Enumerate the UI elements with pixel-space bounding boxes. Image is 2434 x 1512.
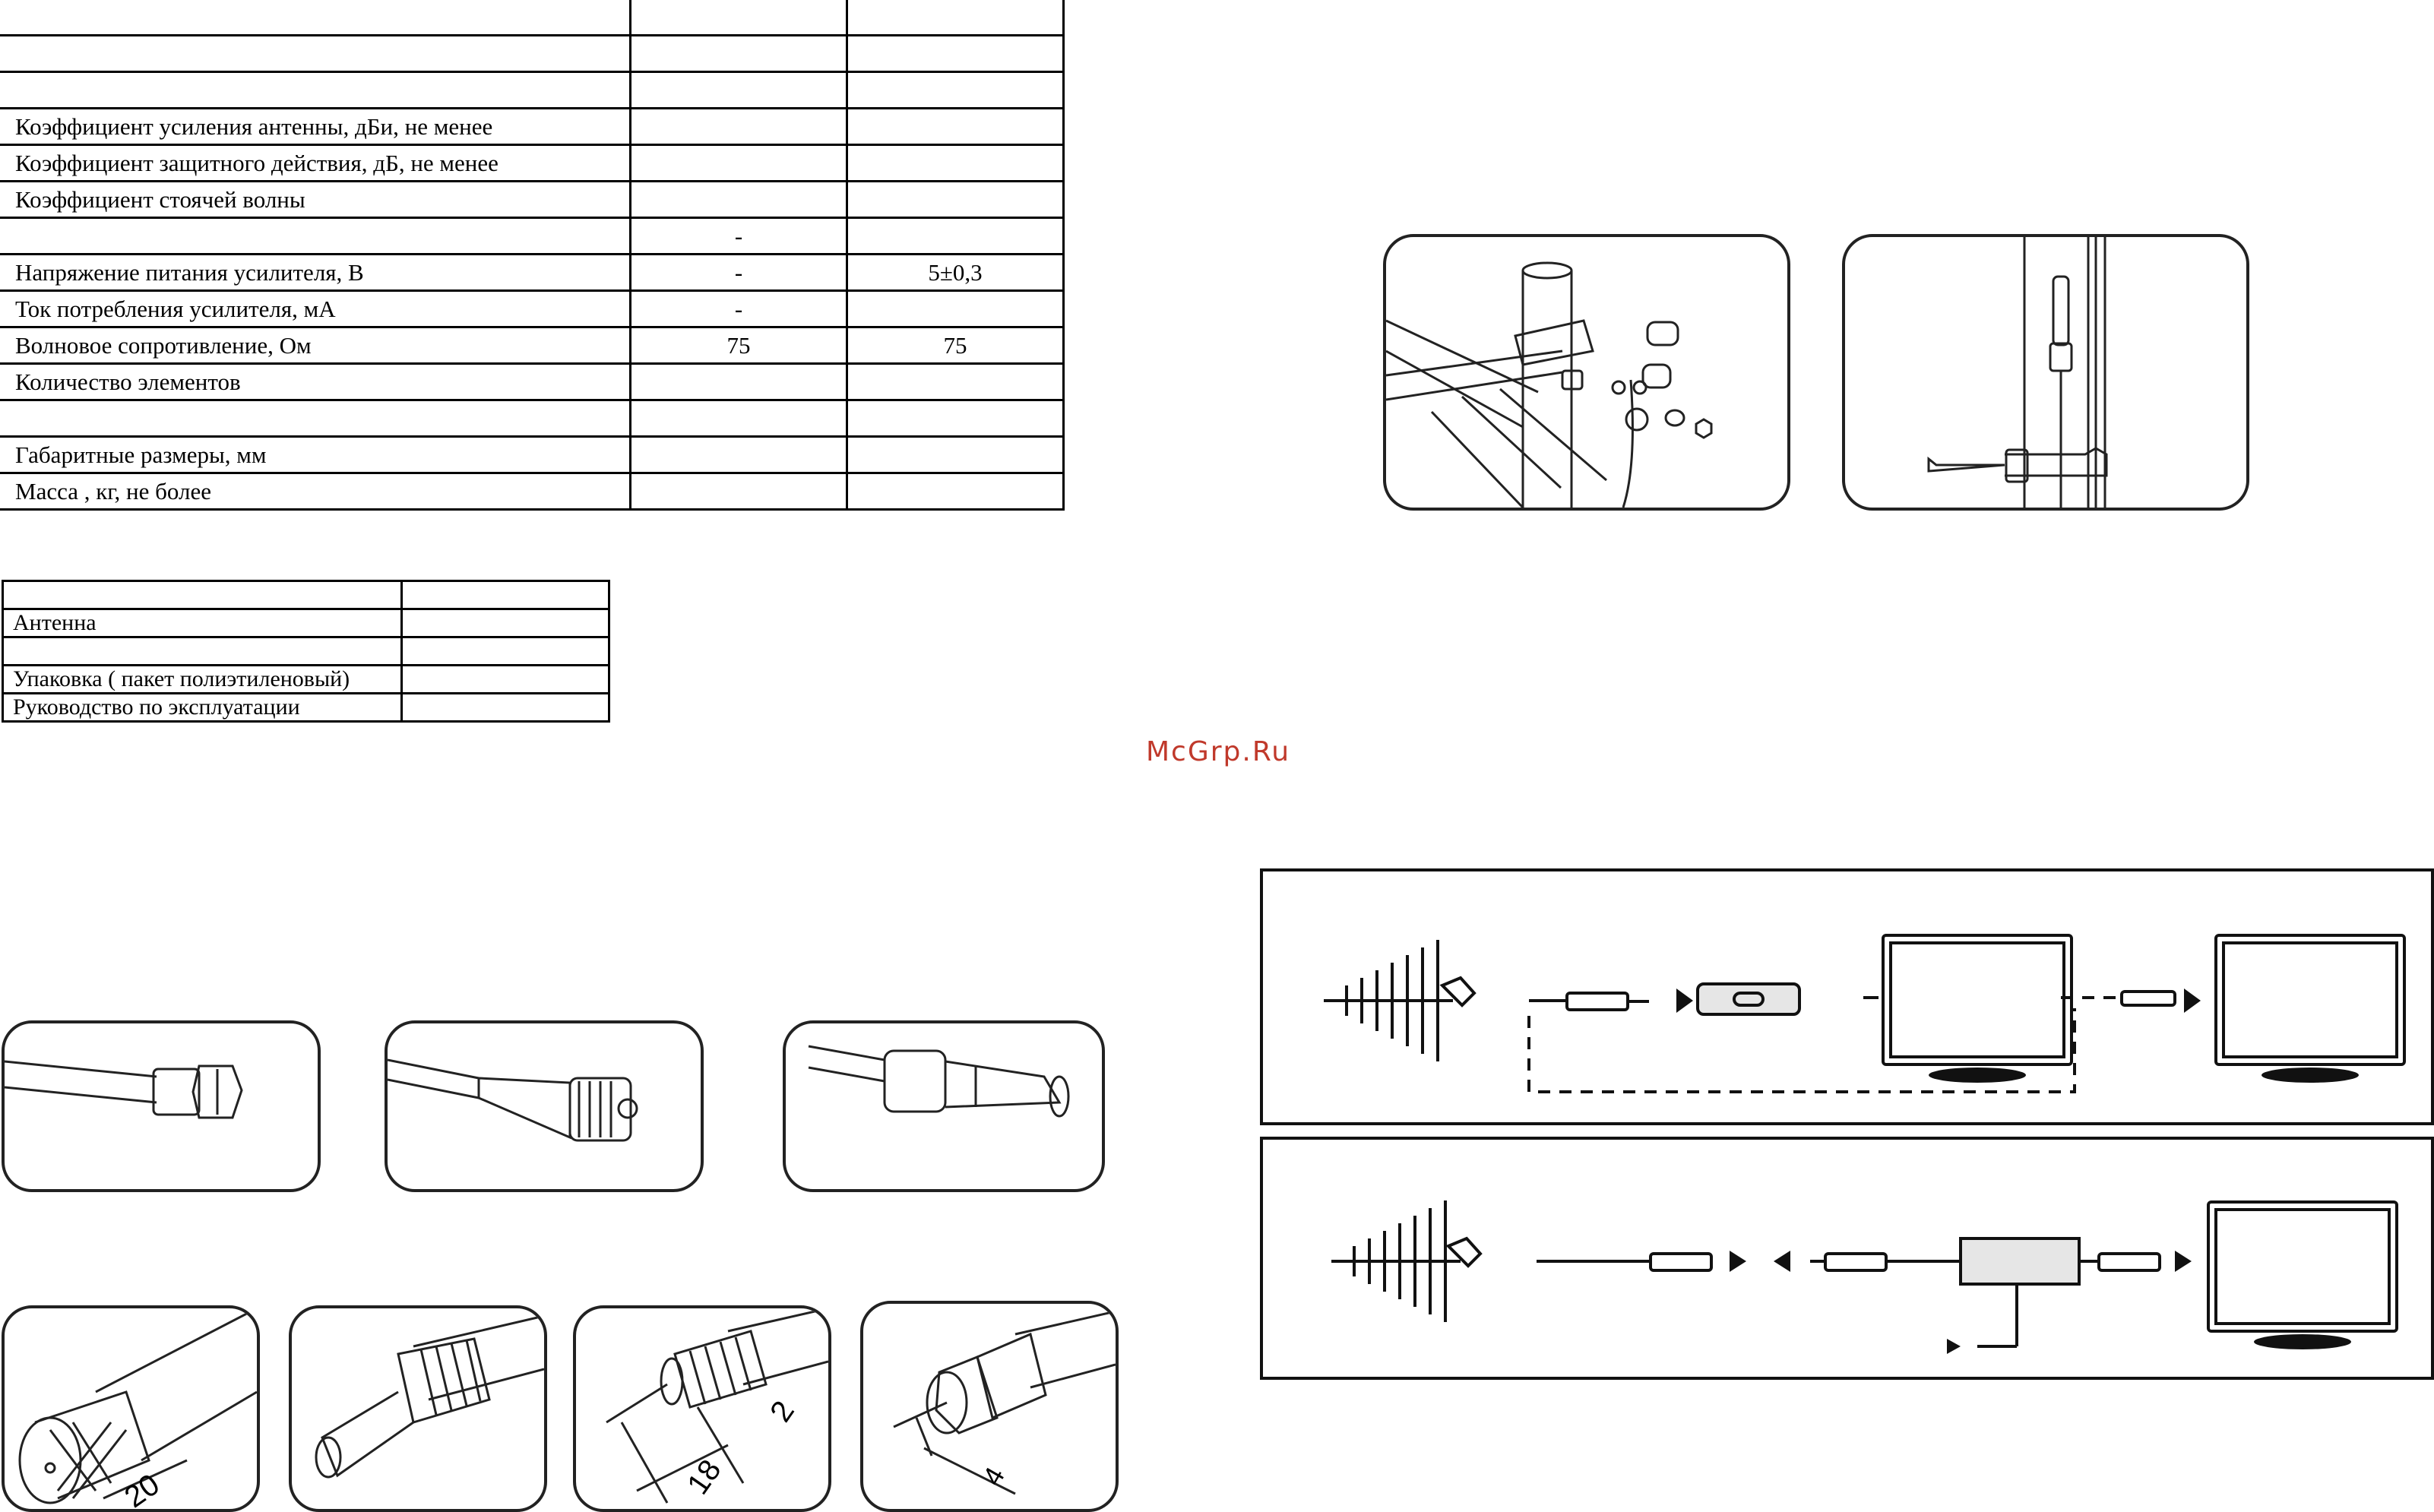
spec-value-1 [629, 435, 848, 474]
spec-row: Коэффициент защитного действия, дБ, не м… [0, 144, 1065, 182]
kit-item: Руководство по эксплуатации [2, 692, 403, 723]
connection-diagram-2 [1260, 1137, 2434, 1380]
spec-row: Ток потребления усилителя, мА- [0, 289, 1065, 328]
spec-value-2 [846, 362, 1065, 401]
connection-diagram-1-illustration [1324, 934, 2406, 1093]
tv-socket-illustration [388, 1058, 638, 1142]
tv-plug-illustration [808, 1045, 1070, 1118]
spec-value-1 [629, 0, 848, 36]
kit-row [2, 636, 610, 666]
spec-value-2 [846, 289, 1065, 328]
kit-qty [400, 692, 610, 723]
spec-value-2 [846, 217, 1065, 255]
kit-qty [400, 580, 610, 610]
mount-clamp-figure [1383, 234, 1790, 511]
spec-value-2 [846, 180, 1065, 219]
dim-c-label: 4 [976, 1462, 1011, 1491]
sleeve-cable-illustration [315, 1314, 544, 1479]
spec-value-1: - [629, 253, 848, 292]
spec-row: Габаритные размеры, мм [0, 435, 1065, 474]
spec-value-1 [629, 362, 848, 401]
strip-cable-figure: 20 [2, 1305, 260, 1512]
watermark: McGrp.Ru [1146, 736, 1291, 767]
spec-row: Напряжение питания усилителя, В-5±0,3 [0, 253, 1065, 292]
assembled-connector-illustration: 4 [893, 1310, 1116, 1495]
spec-table: Коэффициент усиления антенны, дБи, не ме… [0, 0, 1065, 511]
spec-value-1 [629, 144, 848, 182]
spec-value-1 [629, 180, 848, 219]
kit-item [2, 636, 403, 666]
kit-item: Антенна [2, 608, 403, 638]
spec-label: Габаритные размеры, мм [0, 435, 631, 474]
spec-label: Коэффициент стоячей волны [0, 180, 631, 219]
spec-value-2 [846, 107, 1065, 146]
strip-cable-illustration: 20 [18, 1308, 257, 1509]
spec-value-2: 5±0,3 [846, 253, 1065, 292]
spec-row: - [0, 217, 1065, 255]
f-connector-illustration [5, 1060, 243, 1119]
kit-qty [400, 636, 610, 666]
spec-label [0, 399, 631, 438]
spec-label: Напряжение питания усилителя, В [0, 253, 631, 292]
spec-value-2 [846, 0, 1065, 36]
spec-value-2: 75 [846, 326, 1065, 365]
measure-cable-illustration: 18 2 [606, 1308, 828, 1504]
spec-value-1: 75 [629, 326, 848, 365]
mount-clamp-illustration [1386, 261, 1713, 508]
kit-row: Упаковка ( пакет полиэтиленовый) [2, 664, 610, 694]
spec-label [0, 71, 631, 109]
kit-item: Упаковка ( пакет полиэтиленовый) [2, 664, 403, 694]
cable-tie-figure [1842, 234, 2249, 511]
spec-row: Коэффициент усиления антенны, дБи, не ме… [0, 107, 1065, 146]
kit-row: Руководство по эксплуатации [2, 692, 610, 723]
spec-value-1 [629, 472, 848, 511]
spec-value-2 [846, 435, 1065, 474]
spec-row [0, 399, 1065, 438]
spec-value-1 [629, 71, 848, 109]
tv-socket-figure [385, 1020, 704, 1192]
spec-row [0, 71, 1065, 109]
dim-a-label: 18 [681, 1453, 728, 1501]
dim-b-label: 2 [764, 1395, 801, 1428]
kit-row: Антенна [2, 608, 610, 638]
spec-row [0, 0, 1065, 36]
spec-label: Количество элементов [0, 362, 631, 401]
connection-diagram-1 [1260, 868, 2434, 1125]
spec-value-2 [846, 472, 1065, 511]
spec-label: Коэффициент усиления антенны, дБи, не ме… [0, 107, 631, 146]
spec-label: Ток потребления усилителя, мА [0, 289, 631, 328]
kit-qty [400, 664, 610, 694]
f-connector-figure [2, 1020, 321, 1192]
assembled-connector-figure: 4 [860, 1301, 1119, 1512]
kit-item [2, 580, 403, 610]
tv-plug-figure [783, 1020, 1105, 1192]
spec-value-2 [846, 71, 1065, 109]
spec-label [0, 34, 631, 73]
spec-label: Коэффициент защитного действия, дБ, не м… [0, 144, 631, 182]
spec-value-1: - [629, 217, 848, 255]
spec-label [0, 217, 631, 255]
spec-value-1: - [629, 289, 848, 328]
sleeve-cable-figure [289, 1305, 547, 1512]
spec-row: Количество элементов [0, 362, 1065, 401]
spec-row [0, 34, 1065, 73]
spec-row: Коэффициент стоячей волны [0, 180, 1065, 219]
spec-label [0, 0, 631, 36]
spec-value-1 [629, 107, 848, 146]
connection-diagram-2-illustration [1331, 1200, 2398, 1354]
measure-cable-figure: 18 2 [573, 1305, 831, 1512]
spec-value-2 [846, 399, 1065, 438]
spec-label: Волновое сопротивление, Ом [0, 326, 631, 365]
spec-value-1 [629, 399, 848, 438]
spec-label: Масса , кг, не более [0, 472, 631, 511]
spec-value-1 [629, 34, 848, 73]
kit-qty [400, 608, 610, 638]
spec-value-2 [846, 34, 1065, 73]
cable-tie-illustration [1927, 237, 2108, 508]
spec-value-2 [846, 144, 1065, 182]
kit-row [2, 580, 610, 610]
spec-row: Масса , кг, не более [0, 472, 1065, 511]
